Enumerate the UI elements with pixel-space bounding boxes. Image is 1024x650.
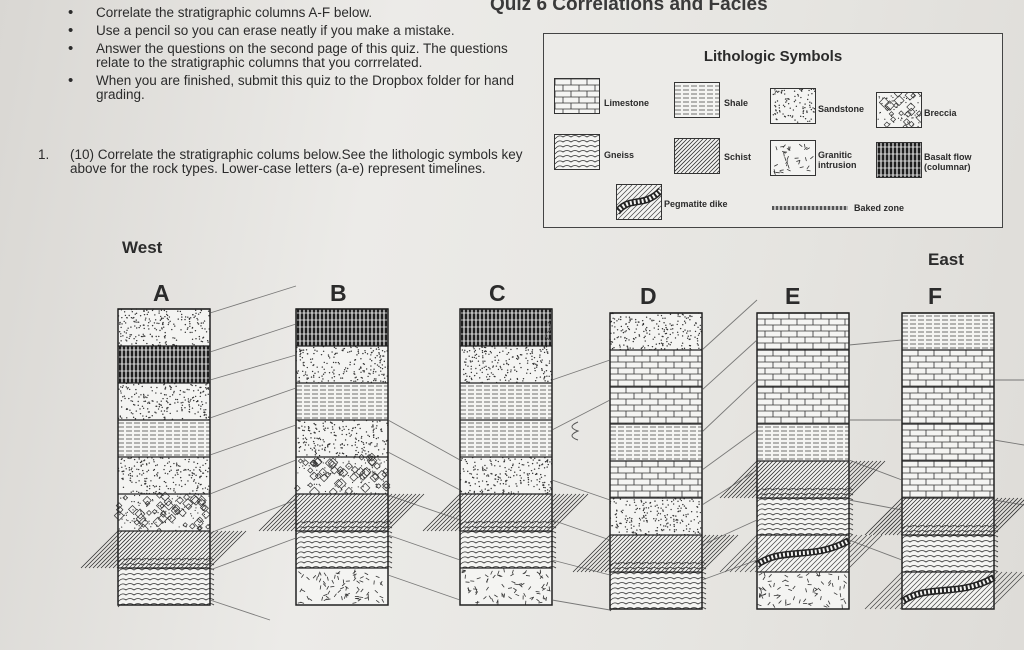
layer-schist [80,530,247,569]
layer-basalt [296,308,388,346]
pegmatite-symbol [616,184,662,220]
correlation-pencil-lines [209,285,1024,621]
layer-sandstone [117,308,210,347]
column-c [422,308,589,606]
layer-shale [118,419,210,457]
key-label-basalt: Basalt flow (columnar) [924,152,972,172]
column-e [719,312,886,610]
key-title: Lithologic Symbols [703,48,843,65]
limestone-symbol [554,78,600,114]
layer-schist [719,460,886,499]
instruction-item: Use a pencil so you can erase neatly if … [62,24,532,39]
layer-gneiss [901,525,999,575]
column-label-d: D [640,283,657,309]
column-a [80,308,247,608]
layer-sandstone [296,419,389,458]
baked-zone-symbol [772,206,848,210]
layer-limestone [901,423,994,461]
layer-shale [610,423,702,461]
key-label-breccia: Breccia [924,108,957,118]
layer-gneiss [295,521,393,571]
key-label-schist: Schist [724,152,752,162]
layer-granite [757,571,849,609]
layer-sandstone [295,345,389,384]
layer-shale [757,423,849,461]
shale-symbol [674,82,720,118]
layer-shale [460,382,552,420]
layer-limestone [756,349,849,387]
granite-symbol [770,140,816,176]
key-label-baked: Baked zone [854,203,905,213]
layer-gneiss [609,562,707,612]
key-label-sandstone: Sandstone [818,104,865,114]
layer-limestone [609,386,702,424]
column-d [572,312,739,612]
layer-shale [460,419,552,457]
layer-granite [460,567,552,605]
key-label-pegmatite: Pegmatite dike [664,199,728,209]
instruction-item: Correlate the stratigraphic columns A-F … [62,6,532,21]
layer-breccia [294,452,391,498]
layer-schist [422,493,589,532]
instruction-item: When you are finished, submit this quiz … [62,74,532,102]
layer-schist [258,493,425,532]
column-label-a: A [153,280,170,306]
layer-basalt [118,345,210,383]
column-label-f: F [928,283,943,309]
column-label-e: E [785,283,801,309]
layer-limestone [901,460,994,498]
layer-gneiss [117,558,215,608]
column-label-c: C [489,280,506,306]
question-text: (10) Correlate the stratigraphic colums … [70,147,523,176]
layer-sandstone [609,497,702,536]
schist-symbol [674,138,720,174]
layer-schist [572,534,739,573]
layer-schist [864,497,1024,536]
layer-limestone [609,460,702,498]
basalt-symbol [876,142,922,178]
column-label-b: B [330,280,347,306]
question-1: 1. (10) Correlate the stratigraphic colu… [38,148,528,175]
layer-sandstone [117,456,211,495]
layer-limestone [609,349,702,387]
layer-basalt [460,308,552,346]
layer-shale [902,312,994,350]
layer-pegmatite [719,534,883,573]
instruction-list: Correlate the stratigraphic columns A-F … [62,6,532,106]
column-b [258,308,425,606]
layer-limestone [901,349,994,387]
layer-sandstone [609,312,702,351]
key-label-shale: Shale [724,98,749,108]
layer-sandstone [117,382,211,421]
instruction-item: Answer the questions on the second page … [62,42,532,70]
page-title: Quiz 6 Correlations and Facies [490,0,768,15]
question-number: 1. [38,147,50,162]
layer-granite [296,567,388,605]
layer-shale [296,382,388,420]
lithologic-key: Lithologic Symbols Limestone Shale Sands… [543,33,1003,228]
layer-sandstone [459,456,553,495]
east-label: East [928,250,964,269]
layer-sandstone [460,345,553,384]
layer-limestone [901,386,994,424]
key-label-limestone: Limestone [604,98,650,108]
layer-breccia [113,491,211,535]
layer-pegmatite [864,571,1024,610]
gneiss-symbol [554,134,600,170]
key-label-gneiss: Gneiss [604,150,635,160]
layer-limestone [756,386,849,424]
sandstone-symbol [770,88,816,124]
key-label-granite: Granitic intrusion [818,150,857,170]
breccia-symbol [876,92,922,128]
layer-limestone [756,312,849,350]
column-f [864,312,1024,610]
west-label: West [122,238,163,257]
